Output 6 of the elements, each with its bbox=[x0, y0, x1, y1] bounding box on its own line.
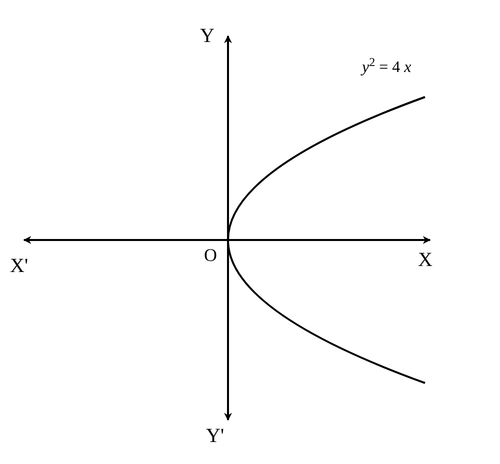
axis-label: Y' bbox=[206, 426, 224, 446]
axis-label: X' bbox=[10, 256, 28, 276]
axis-label: y$^{2}$ = 4 x bbox=[362, 60, 412, 76]
axis-label: X bbox=[418, 250, 432, 270]
axis-label: O bbox=[204, 246, 217, 264]
axis-label: Y bbox=[200, 26, 214, 46]
